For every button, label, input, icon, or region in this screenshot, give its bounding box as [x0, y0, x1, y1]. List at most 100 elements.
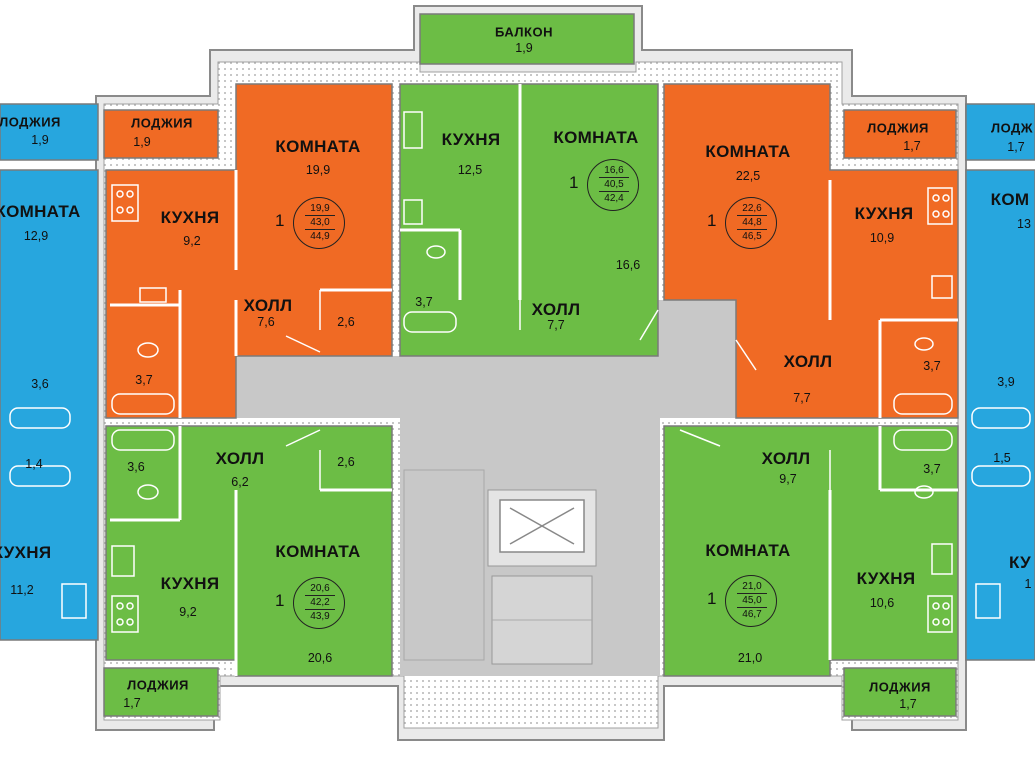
hall-label: ХОЛЛ	[531, 300, 581, 319]
badge-rooms: 1	[275, 591, 285, 610]
loggia-label: ЛОДЖ	[990, 120, 1034, 136]
kitchen-area: 12,5	[457, 163, 483, 177]
badge-rooms: 1	[275, 211, 285, 230]
hall-label: ХОЛЛ	[243, 296, 293, 315]
room-label: КОМНАТА	[275, 542, 361, 561]
hall-area: 7,7	[547, 318, 565, 332]
closet-area: 2,6	[337, 455, 355, 469]
badge-rooms: 1	[707, 589, 717, 608]
bath-area: 3,6	[127, 460, 145, 474]
apt-blue-left-shape	[0, 103, 99, 641]
balcony-top-shape	[419, 13, 635, 65]
badge-total-area: 44,8	[737, 216, 767, 230]
apartment-badge: 1 22,6 44,8 46,5	[707, 197, 779, 251]
kitchen-area: 9,2	[179, 605, 197, 619]
apartment-badge: 1 16,6 40,5 42,4	[569, 159, 641, 213]
room-area: 22,5	[735, 169, 761, 183]
room-label: КОМНАТА	[705, 541, 791, 560]
common-area	[236, 300, 736, 676]
apartment-badge: 1 19,9 43,0 44,9	[275, 197, 347, 251]
hall-area: 9,7	[779, 472, 797, 486]
loggia-area: 1,7	[899, 697, 917, 711]
apartment-badge: 1 21,0 45,0 46,7	[707, 575, 779, 629]
loggia-area: 1,7	[903, 139, 921, 153]
hall-area: 7,7	[793, 391, 811, 405]
badge-living-area: 16,6	[599, 164, 629, 178]
bath-area: 3,7	[923, 359, 941, 373]
partitions	[110, 84, 958, 676]
badge-total-area: 43,0	[305, 216, 335, 230]
room-label: КОМНАТА	[0, 202, 81, 221]
room-area: 20,6	[307, 651, 333, 665]
loggia-label: ЛОДЖИЯ	[867, 120, 929, 136]
balcony-top-area: 1,9	[515, 41, 533, 55]
hall-area: 7,6	[257, 315, 275, 329]
wc-area: 1,4	[25, 457, 43, 471]
badge-total-with-loggia: 43,9	[310, 611, 330, 622]
bath-area: 3,7	[415, 295, 433, 309]
loggia-label: ЛОДЖИЯ	[127, 677, 189, 693]
loggia-area: 1,9	[133, 135, 151, 149]
badge-living-area: 20,6	[305, 582, 335, 596]
kitchen-area: 1	[1024, 577, 1032, 591]
room-area: 16,6	[615, 258, 641, 272]
kitchen-area: 11,2	[10, 583, 34, 597]
badge-total-with-loggia: 42,4	[604, 193, 624, 204]
loggia-label: ЛОДЖИЯ	[0, 114, 61, 130]
loggia-area: 1,9	[31, 133, 49, 147]
kitchen-label: КУХНЯ	[160, 574, 220, 593]
badge-rooms: 1	[569, 173, 579, 192]
room-area: 21,0	[737, 651, 763, 665]
apt-green-left-shape	[103, 425, 393, 717]
badge-total-area: 42,2	[305, 596, 335, 610]
kitchen-area: 10,9	[869, 231, 895, 245]
loggia-area: 1,7	[1007, 140, 1025, 154]
kitchen-label: КУХНЯ	[856, 569, 916, 588]
badge-living-area: 21,0	[737, 580, 767, 594]
kitchen-label: КУ	[1009, 553, 1031, 572]
bath-area: 3,7	[923, 462, 941, 476]
room-area: 13	[1017, 217, 1031, 231]
kitchen-area: 9,2	[183, 234, 201, 248]
bath-area: 3,6	[31, 377, 49, 391]
badge-total-with-loggia: 44,9	[310, 231, 330, 242]
kitchen-label: КУХНЯ	[854, 204, 914, 223]
hall-area: 6,2	[231, 475, 249, 489]
room-label: КОМНАТА	[705, 142, 791, 161]
badge-total-area: 45,0	[737, 594, 767, 608]
badge-living-area: 19,9	[305, 202, 335, 216]
bath-area: 3,7	[135, 373, 153, 387]
room-label: КОМНАТА	[275, 137, 361, 156]
doors	[285, 290, 831, 490]
badge-total-with-loggia: 46,5	[742, 231, 762, 242]
fixtures	[9, 111, 1031, 633]
balcony-top-label: БАЛКОН	[495, 24, 553, 40]
room-label: КОМ	[990, 190, 1030, 209]
kitchen-label: КУХНЯ	[160, 208, 220, 227]
apartment-badge: 1 20,6 42,2 43,9	[275, 577, 347, 631]
closet-area: 2,6	[337, 315, 355, 329]
hall-label: ХОЛЛ	[783, 352, 833, 371]
loggia-label: ЛОДЖИЯ	[869, 679, 931, 695]
bath-area: 3,9	[997, 375, 1015, 389]
badge-rooms: 1	[707, 211, 717, 230]
apt-orange-right-shape	[663, 83, 959, 419]
badge-total-area: 40,5	[599, 178, 629, 192]
stair-hall	[403, 469, 485, 661]
badge-total-with-loggia: 46,7	[742, 609, 762, 620]
apt-blue-right-shape	[965, 103, 1035, 661]
badge-living-area: 22,6	[737, 202, 767, 216]
loggia-area: 1,7	[123, 696, 141, 710]
hall-label: ХОЛЛ	[215, 449, 265, 468]
room-area: 12,9	[23, 229, 49, 243]
room-label: КОМНАТА	[553, 128, 639, 147]
wc-area: 1,5	[993, 451, 1011, 465]
loggia-label: ЛОДЖИЯ	[131, 115, 193, 131]
room-area: 19,9	[305, 163, 331, 177]
kitchen-label: КУХНЯ	[441, 130, 501, 149]
apt-green-top-shape	[399, 83, 659, 357]
hall-label: ХОЛЛ	[761, 449, 811, 468]
apt-orange-left-shape	[103, 83, 393, 419]
kitchen-label: КУХНЯ	[0, 543, 52, 562]
